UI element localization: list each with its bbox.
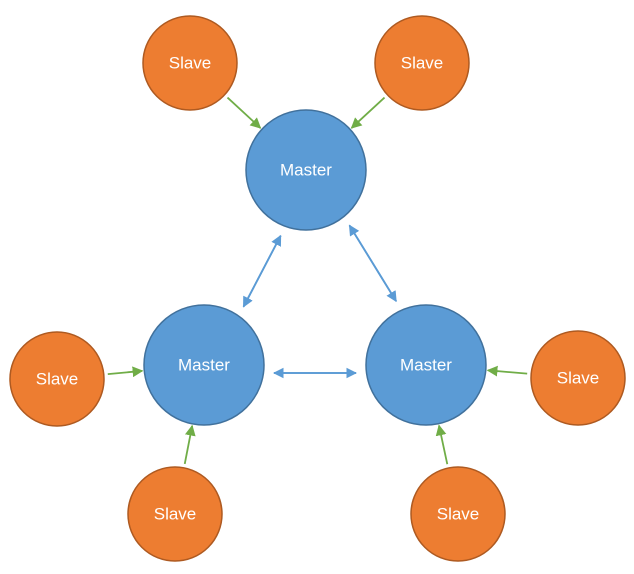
slave-circle: [374, 15, 470, 111]
edge-slave-bottom-left-to-master-left: [183, 424, 196, 465]
node-master-left: Master: [143, 304, 265, 426]
edge-master-right-to-master-top: [348, 224, 397, 302]
node-slave-bottom-left: Slave: [127, 466, 223, 562]
edge-master-left-to-master-top: [242, 234, 282, 308]
node-slave-right: Slave: [530, 330, 626, 426]
slave-label: Slave: [36, 370, 79, 389]
edge-slave-top-left-to-master-top: [226, 96, 262, 129]
master-circle: [143, 304, 265, 426]
slave-label: Slave: [401, 54, 444, 73]
master-label: Master: [178, 356, 230, 375]
node-master-top: Master: [245, 109, 367, 231]
node-slave-left: Slave: [9, 331, 105, 427]
edge-slave-bottom-right-to-master-right: [435, 424, 449, 465]
node-master-right: Master: [365, 304, 487, 426]
edge-slave-left-to-master-left: [107, 366, 144, 378]
node-slave-bottom-right: Slave: [410, 466, 506, 562]
slave-circle: [9, 331, 105, 427]
slave-label: Slave: [154, 505, 197, 524]
master-circle: [245, 109, 367, 231]
master-label: Master: [400, 356, 452, 375]
slave-circle: [530, 330, 626, 426]
edge-slave-top-right-to-master-top: [350, 96, 386, 129]
slave-circle: [127, 466, 223, 562]
slave-circle: [410, 466, 506, 562]
node-slave-top-left: Slave: [142, 15, 238, 111]
node-slave-top-right: Slave: [374, 15, 470, 111]
edges-layer: [107, 96, 528, 465]
slave-label: Slave: [437, 505, 480, 524]
slave-label: Slave: [557, 369, 600, 388]
edge-slave-right-to-master-right: [486, 365, 528, 377]
master-circle: [365, 304, 487, 426]
master-label: Master: [280, 161, 332, 180]
slave-label: Slave: [169, 54, 212, 73]
slave-circle: [142, 15, 238, 111]
